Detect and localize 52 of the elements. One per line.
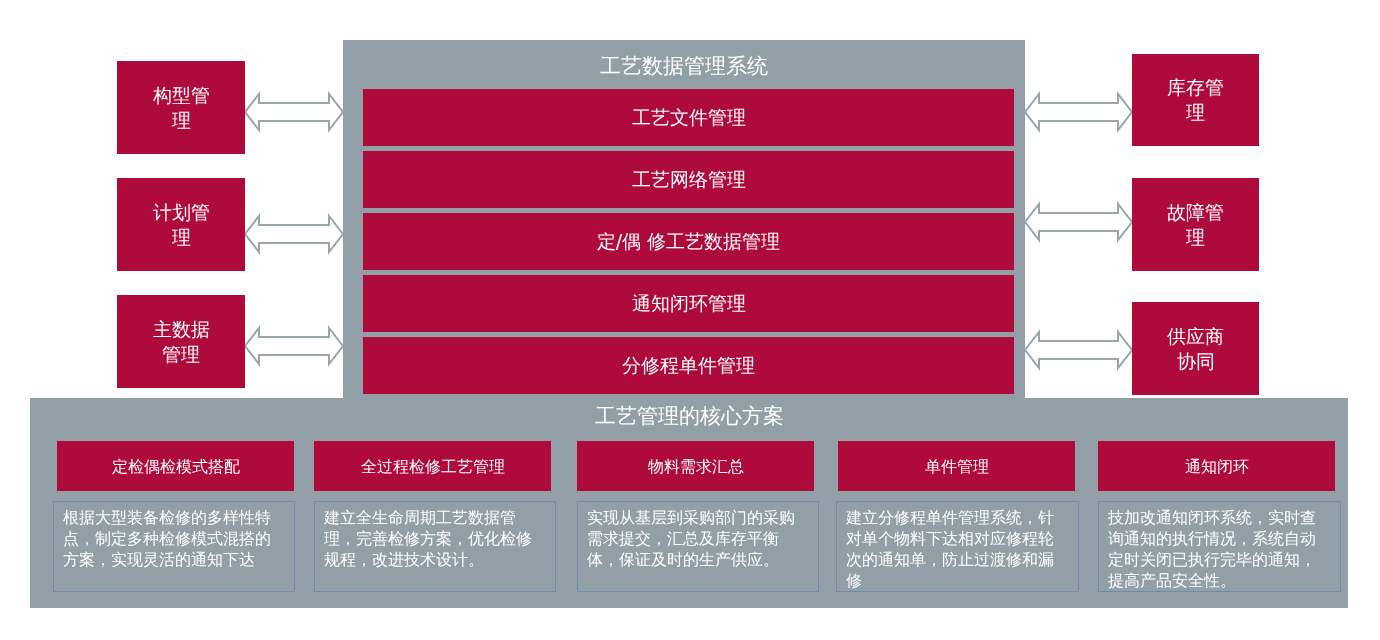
box-label: 故障管理 — [1166, 199, 1225, 250]
box-label: 主数据管理 — [151, 316, 211, 367]
double-arrow — [243, 91, 345, 133]
system-box — [1132, 54, 1259, 146]
system-box — [1132, 302, 1259, 395]
box-label: 计划管理 — [151, 199, 211, 250]
box-label: 工艺网络管理 — [631, 167, 746, 192]
double-arrow — [1023, 91, 1134, 133]
system-box — [1132, 178, 1259, 271]
box-label: 分修程单件管理 — [622, 353, 755, 378]
double-arrow — [243, 325, 345, 367]
box-label: 全过程检修工艺管理 — [360, 455, 505, 478]
box-label: 通知闭环管理 — [631, 291, 746, 316]
heading-box — [838, 441, 1075, 491]
double-arrow — [243, 213, 345, 255]
system-box — [117, 295, 245, 388]
description-box — [314, 501, 556, 592]
heading-box — [314, 441, 551, 491]
panel-title: 工艺管理的核心方案 — [593, 403, 785, 430]
description-box — [836, 501, 1079, 592]
heading-box — [577, 441, 814, 491]
panel-title: 工艺数据管理系统 — [599, 53, 769, 80]
double-arrow — [1023, 201, 1134, 243]
module-box — [363, 89, 1014, 146]
panel-background — [343, 40, 1025, 398]
box-label: 库存管理 — [1166, 75, 1225, 125]
system-box — [117, 61, 245, 154]
heading-box — [1098, 441, 1335, 491]
description-box — [53, 501, 295, 592]
module-box — [363, 275, 1014, 332]
module-box — [363, 337, 1014, 394]
description-text: 建立分修程单件管理系统，针对单个物料下达相对应修程轮次的通知单，防止过渡修和漏修 — [846, 508, 1055, 592]
box-label: 通知闭环 — [1184, 455, 1249, 478]
box-label: 工艺文件管理 — [631, 105, 746, 130]
description-text: 实现从基层到采购部门的采购需求提交，汇总及库存平衡体，保证及时的生产供应。 — [587, 508, 796, 571]
description-text: 根据大型装备检修的多样性特点，制定多种检修模式混搭的方案，实现灵活的通知下达 — [63, 508, 272, 571]
heading-box — [57, 441, 294, 491]
box-label: 定检偶检模式搭配 — [111, 455, 240, 478]
system-box — [117, 178, 245, 271]
module-box — [363, 213, 1014, 270]
module-box — [363, 151, 1014, 208]
description-box — [577, 501, 819, 592]
box-label: 供应商协同 — [1166, 323, 1225, 374]
description-box — [1098, 501, 1341, 592]
box-label: 单件管理 — [924, 455, 989, 478]
box-label: 定/偶 修工艺数据管理 — [596, 229, 781, 254]
description-text: 建立全生命周期工艺数据管理，完善检修方案，优化检修规程，改进技术设计。 — [324, 508, 533, 571]
double-arrow — [1023, 329, 1134, 371]
box-label: 构型管理 — [151, 82, 211, 133]
description-text: 技加改通知闭环系统，实时查询通知的执行情况，系统自动定时关闭已执行完毕的通知，提高产品安全性。 — [1108, 508, 1317, 592]
panel-background — [30, 398, 1348, 608]
box-label: 物料需求汇总 — [647, 455, 744, 478]
